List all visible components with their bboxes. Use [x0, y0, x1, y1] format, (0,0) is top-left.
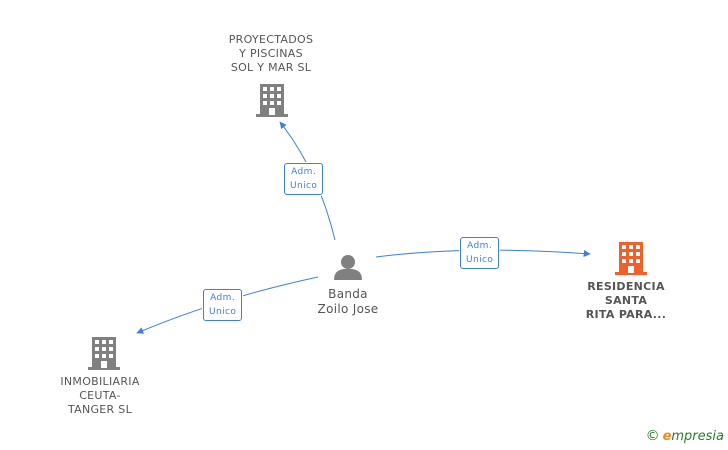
edge-label-line: Adm.: [210, 293, 236, 303]
edge-label-line: Unico: [466, 255, 494, 265]
edge-label-line: Unico: [209, 307, 237, 317]
node-label-line: Y PISCINAS: [239, 47, 303, 60]
node-label-line: CEUTA-: [79, 389, 121, 402]
edge-label-line: Adm.: [467, 241, 493, 251]
node-label-line: PROYECTADOS: [228, 33, 314, 46]
building-icon[interactable]: [88, 337, 120, 370]
edge-label-inmobiliaria[interactable]: Adm. Unico: [203, 289, 243, 321]
node-label-residencia[interactable]: RESIDENCIA SANTA RITA PARA...: [566, 280, 686, 322]
node-label-line: SOL Y MAR SL: [230, 61, 312, 74]
node-label-line: INMOBILIARIA: [60, 375, 140, 388]
node-label-proyectados[interactable]: PROYECTADOS Y PISCINAS SOL Y MAR SL: [206, 33, 336, 75]
building-icon[interactable]: [256, 84, 288, 117]
building-highlight-icon[interactable]: [615, 242, 647, 275]
edge-label-residencia[interactable]: Adm. Unico: [460, 237, 500, 269]
edge-label-line: Adm.: [291, 167, 317, 177]
copyright-symbol: ©: [645, 428, 660, 444]
edge-label-line: Unico: [290, 181, 318, 191]
node-label-line: Banda: [328, 287, 368, 301]
edge-label-proyectados[interactable]: Adm. Unico: [284, 163, 324, 195]
node-label-inmobiliaria[interactable]: INMOBILIARIA CEUTA- TANGER SL: [40, 375, 160, 417]
brand-name: mpresia: [671, 429, 724, 444]
node-label-person[interactable]: Banda Zoilo Jose: [293, 287, 403, 317]
node-label-line: SANTA: [604, 294, 648, 307]
node-label-line: Zoilo Jose: [317, 302, 379, 316]
node-label-line: RITA PARA...: [585, 308, 667, 321]
node-label-line: TANGER SL: [67, 403, 133, 416]
brand-e: e: [662, 429, 672, 444]
brand-logo: ©empresia: [646, 428, 724, 444]
node-label-line: RESIDENCIA: [587, 280, 665, 293]
person-icon[interactable]: [334, 255, 362, 280]
